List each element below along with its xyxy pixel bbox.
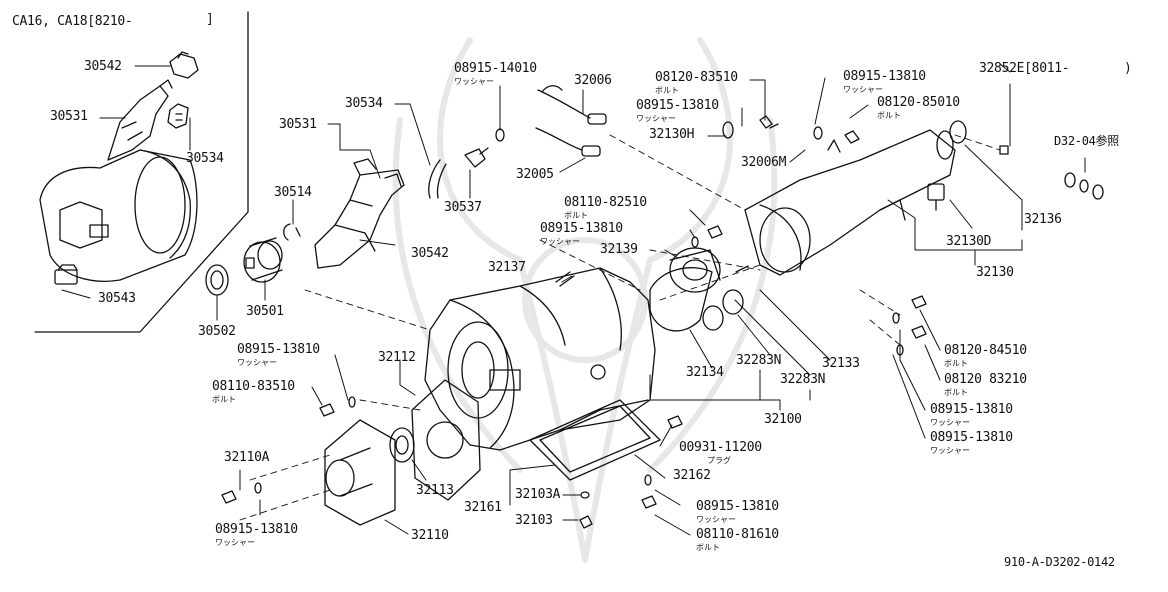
part-label-32133: 32133 — [822, 356, 860, 371]
part-label-32136: 32136 — [1024, 212, 1062, 227]
inset-title: CA16, CA18[8210- — [12, 14, 133, 29]
sublabel-washer: ワッシャー — [843, 85, 883, 94]
part-label-08915-13810-d: 08915-13810 — [237, 342, 320, 357]
part-label-30501: 30501 — [246, 304, 284, 319]
part-label-32110A: 32110A — [224, 450, 270, 465]
diagram-code: 910-A-D3202-0142 — [1004, 555, 1115, 569]
part-label-32103: 32103 — [515, 513, 553, 528]
part-label-08120-84510: 08120-84510 — [944, 343, 1027, 358]
part-label-32006M: 32006M — [741, 155, 787, 170]
part-label-30514: 30514 — [274, 185, 312, 200]
sensor-parts — [464, 85, 607, 168]
inset-frame — [34, 11, 249, 333]
part-label-30534-inset: 30534 — [186, 151, 224, 166]
extension-housing — [579, 115, 1104, 529]
leader-lines — [61, 63, 1086, 536]
sublabel-bolt: ボルト — [696, 543, 720, 552]
sublabel-bolt: ボルト — [655, 86, 679, 95]
part-label-08915-13810-a: 08915-13810 — [636, 98, 719, 113]
part-label-00931-11200: 00931-11200 — [679, 440, 762, 455]
part-label-D32-04-ref: D32-04参照 — [1054, 134, 1119, 148]
inset-parts — [39, 51, 199, 285]
part-label-32110: 32110 — [411, 528, 449, 543]
part-label-08110-83510: 08110-83510 — [212, 379, 295, 394]
part-label-32137: 32137 — [488, 260, 526, 275]
sublabel-washer: ワッシャー — [636, 114, 676, 123]
part-label-08110-82510: 08110-82510 — [564, 195, 647, 210]
part-label-32103A: 32103A — [515, 487, 561, 502]
part-label-32283N-b: 32283N — [780, 372, 826, 387]
part-label-32852E: 32852E[8011- — [979, 61, 1070, 76]
sublabel-washer: ワッシャー — [540, 237, 580, 246]
release-parts — [205, 158, 447, 296]
sublabel-bolt: ボルト — [944, 359, 968, 368]
part-label-30531: 30531 — [279, 117, 317, 132]
part-label-30543: 30543 — [98, 291, 136, 306]
part-label-32130D: 32130D — [946, 234, 992, 249]
sublabel-bolt: ボルト — [212, 395, 236, 404]
sublabel-washer: ワッシャー — [930, 446, 970, 455]
part-label-30542-inset: 30542 — [84, 59, 122, 74]
part-label-30537: 30537 — [444, 200, 482, 215]
part-label-32130H: 32130H — [649, 127, 695, 142]
part-label-32139: 32139 — [600, 242, 638, 257]
part-label-30502: 30502 — [198, 324, 236, 339]
part-label-32162: 32162 — [673, 468, 711, 483]
part-label-08915-13810-g: 08915-13810 — [696, 499, 779, 514]
part-label-32134: 32134 — [686, 365, 724, 380]
part-label-32006: 32006 — [574, 73, 612, 88]
sublabel-washer: ワッシャー — [454, 77, 494, 86]
sublabel-washer: ワッシャー — [930, 418, 970, 427]
part-label-08915-14010: 08915-14010 — [454, 61, 537, 76]
part-label-30542: 30542 — [411, 246, 449, 261]
sublabel-bolt: ボルト — [877, 111, 901, 120]
alignment-lines — [239, 134, 1001, 521]
sublabel-plug: プラグ — [707, 456, 731, 465]
part-label-08915-13810-h: 08915-13810 — [215, 522, 298, 537]
part-label-08120-85010: 08120-85010 — [877, 95, 960, 110]
part-label-32130: 32130 — [976, 265, 1014, 280]
sublabel-washer: ワッシャー — [215, 538, 255, 547]
part-label-32113: 32113 — [416, 483, 454, 498]
part-label-32283N-a: 32283N — [736, 353, 782, 368]
part-label-08915-13810-f: 08915-13810 — [930, 430, 1013, 445]
part-label-32100: 32100 — [764, 412, 802, 427]
sublabel-washer: ワッシャー — [696, 515, 736, 524]
part-label-08915-13810-b: 08915-13810 — [843, 69, 926, 84]
sublabel-bolt: ボルト — [944, 388, 968, 397]
part-label-08120-83210: 08120 83210 — [944, 372, 1027, 387]
part-label-08915-13810-c: 08915-13810 — [540, 221, 623, 236]
part-label-30531-inset: 30531 — [50, 109, 88, 124]
inset-title-close: ] — [206, 12, 214, 27]
sublabel-washer: ワッシャー — [237, 358, 277, 367]
part-label-32005: 32005 — [516, 167, 554, 182]
part-label-30534: 30534 — [345, 96, 383, 111]
part-label-08110-81610: 08110-81610 — [696, 527, 779, 542]
sublabel-bolt: ボルト — [564, 211, 588, 220]
part-label-08915-13810-e: 08915-13810 — [930, 402, 1013, 417]
part-label-32161: 32161 — [464, 500, 502, 515]
part-label-08120-83510: 08120-83510 — [655, 70, 738, 85]
part-label-32112: 32112 — [378, 350, 416, 365]
part-label-32852E-close: ) — [1124, 61, 1132, 76]
